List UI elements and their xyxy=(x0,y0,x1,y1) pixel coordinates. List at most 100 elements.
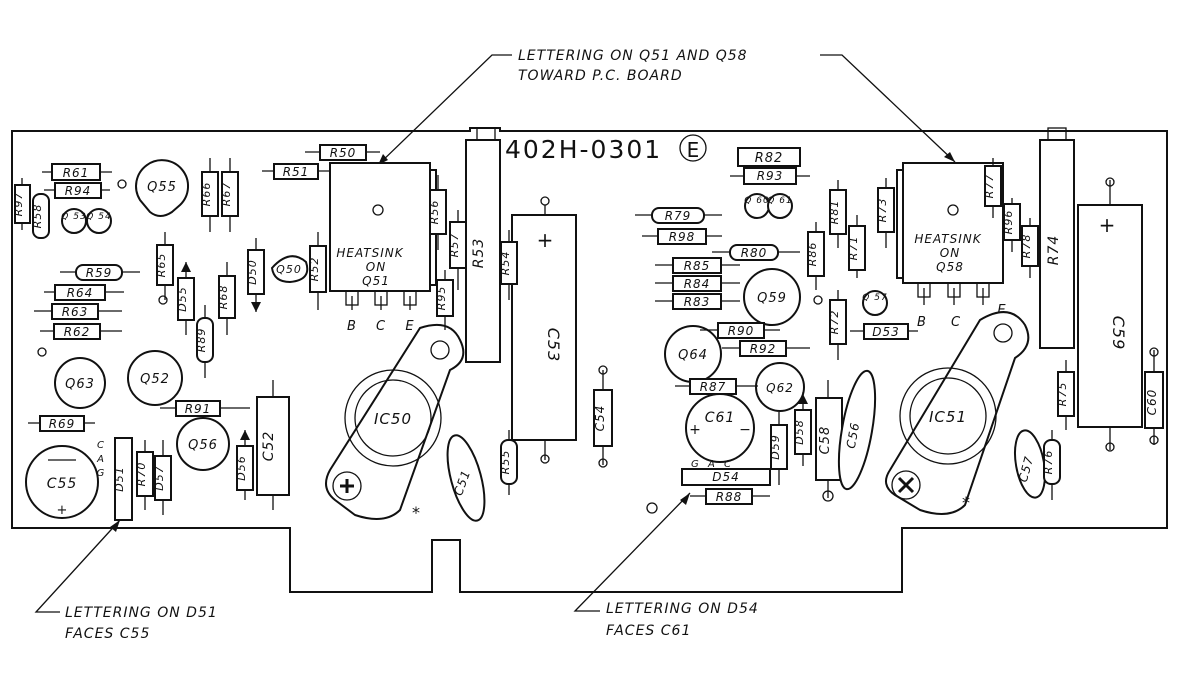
svg-text:R92: R92 xyxy=(750,342,777,356)
resistor-r70: R70 xyxy=(135,440,154,510)
svg-text:Q59: Q59 xyxy=(757,291,787,306)
resistor-r51: R51 xyxy=(262,163,330,180)
svg-text:ON: ON xyxy=(366,260,386,274)
resistor-r59: R59 xyxy=(60,264,140,281)
svg-text:Q62: Q62 xyxy=(766,381,794,395)
transistor-q56: Q56 xyxy=(176,417,230,471)
svg-text:D54: D54 xyxy=(712,470,740,484)
svg-text:R88: R88 xyxy=(716,490,743,504)
resistor-r88: R88 xyxy=(690,488,770,505)
svg-text:C52: C52 xyxy=(261,431,277,462)
transistor-q63: Q63 xyxy=(54,357,106,409)
resistor-r86: R86 xyxy=(806,222,825,290)
diode-d54: G A C D54 xyxy=(681,459,771,486)
svg-text:C55: C55 xyxy=(47,476,78,492)
resistor-r93: R93 xyxy=(730,167,810,185)
resistor-r91: R91 xyxy=(160,400,250,417)
resistor-r80: R80 xyxy=(712,244,800,261)
capacitor-c55: C55 + xyxy=(25,445,99,519)
resistor-r68: R68 xyxy=(217,262,236,335)
svg-text:C57: C57 xyxy=(1016,454,1036,483)
svg-text:E: E xyxy=(997,303,1006,318)
svg-text:R57: R57 xyxy=(448,233,461,258)
transistor-q52: Q52 xyxy=(127,350,183,406)
resistor-r71: R71 xyxy=(847,215,866,278)
svg-text:+: + xyxy=(537,228,554,252)
resistor-r77: R77 xyxy=(983,158,1002,218)
svg-text:R81: R81 xyxy=(828,200,841,225)
svg-text:R67: R67 xyxy=(220,182,233,207)
svg-text:E: E xyxy=(687,138,700,162)
resistor-r58: R58 xyxy=(31,193,50,239)
svg-text:C: C xyxy=(376,319,386,334)
resistor-r50: R50 xyxy=(305,144,380,161)
svg-text:R86: R86 xyxy=(806,242,819,267)
test-points xyxy=(37,179,823,514)
diode-d51: C A G D51 xyxy=(96,437,133,521)
transistor-q54: Q 54 xyxy=(86,208,112,234)
svg-text:E: E xyxy=(405,319,414,334)
resistor-r73: R73 xyxy=(876,178,895,248)
resistor-r92: R92 xyxy=(722,340,810,357)
resistor-r87: R87 xyxy=(675,378,758,395)
svg-text:R69: R69 xyxy=(49,417,76,431)
resistor-r96: R96 xyxy=(1002,198,1021,252)
svg-text:A: A xyxy=(96,454,105,465)
resistor-r56: R56 xyxy=(428,175,447,250)
svg-text:R65: R65 xyxy=(155,253,168,278)
svg-text:Q52: Q52 xyxy=(140,372,170,387)
heatsink-q51: HEATSINK ON Q51 B C E xyxy=(329,162,437,334)
svg-text:C: C xyxy=(724,459,732,470)
capacitor-c59: + C59 xyxy=(1077,177,1143,452)
svg-text:Q 53: Q 53 xyxy=(61,212,86,222)
svg-text:IC51: IC51 xyxy=(929,408,967,426)
resistor-r85: R85 xyxy=(655,257,740,274)
svg-text:D56: D56 xyxy=(235,455,248,480)
resistor-r63: R63 xyxy=(34,303,122,320)
svg-text:C59: C59 xyxy=(1109,316,1128,351)
svg-text:ON: ON xyxy=(940,246,960,260)
svg-text:Q 57: Q 57 xyxy=(862,293,887,303)
diode-d58: D58 xyxy=(793,392,812,466)
resistor-r84: R84 xyxy=(655,275,740,292)
resistor-r83: R83 xyxy=(655,293,740,310)
svg-text:IC50: IC50 xyxy=(374,410,412,428)
resistor-r62: R62 xyxy=(40,323,122,340)
resistor-r98: R98 xyxy=(642,228,722,245)
svg-text:D57: D57 xyxy=(153,465,166,490)
svg-text:R78: R78 xyxy=(1020,234,1033,259)
transistor-q60: Q 60 xyxy=(744,193,770,219)
transistor-q55: Q55 xyxy=(135,159,190,217)
svg-text:R87: R87 xyxy=(700,380,727,394)
svg-text:R90: R90 xyxy=(728,324,755,338)
svg-text:R76: R76 xyxy=(1042,450,1055,475)
svg-text:C56: C56 xyxy=(844,421,862,450)
resistor-r57: R57 xyxy=(448,210,467,290)
resistor-r55: R55 xyxy=(499,430,518,495)
transistor-q59: Q59 xyxy=(743,268,801,326)
transistor-q53: Q 53 xyxy=(61,208,87,234)
svg-text:B: B xyxy=(917,315,927,330)
transistor-q64: Q64 xyxy=(664,325,722,383)
resistor-r52: R52 xyxy=(308,232,327,310)
transistor-q62: Q62 xyxy=(755,362,805,412)
svg-text:Q50: Q50 xyxy=(276,263,302,276)
svg-text:R64: R64 xyxy=(67,286,94,300)
svg-text:R74: R74 xyxy=(1046,235,1062,266)
svg-text:R70: R70 xyxy=(135,462,148,487)
svg-text:R73: R73 xyxy=(876,198,889,223)
svg-text:D51: D51 xyxy=(113,466,126,491)
svg-text:R85: R85 xyxy=(684,259,711,273)
capacitor-c53: + C53 xyxy=(511,196,577,464)
resistor-r75: R75 xyxy=(1056,360,1075,430)
svg-text:+: + xyxy=(1099,213,1116,237)
resistor-r94: R94 xyxy=(44,182,110,199)
transistor-q57: Q 57 xyxy=(862,290,888,316)
svg-text:R59: R59 xyxy=(86,266,113,280)
capacitor-c60: C60 xyxy=(1144,347,1164,445)
svg-text:C60: C60 xyxy=(1145,389,1159,416)
svg-text:C: C xyxy=(97,440,105,451)
transistor-q50: Q50 xyxy=(270,255,309,284)
svg-text:R89: R89 xyxy=(195,328,208,353)
